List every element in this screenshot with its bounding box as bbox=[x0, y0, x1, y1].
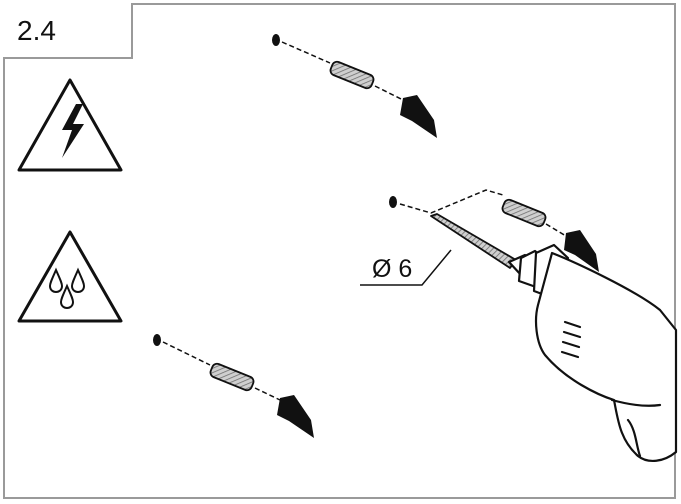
wall-plug bbox=[329, 60, 375, 90]
step-number: 2.4 bbox=[17, 15, 56, 46]
wall-plug-assembly-middle bbox=[389, 189, 599, 272]
drill-hole bbox=[153, 334, 161, 346]
diameter-leader-line bbox=[360, 249, 452, 286]
electric-shock-warning-icon bbox=[17, 78, 123, 172]
diagram-frame bbox=[3, 3, 676, 499]
wall-plug bbox=[501, 198, 547, 228]
drill-diameter-label: Ø 6 bbox=[372, 255, 413, 283]
wall-plug-assembly-bottom bbox=[153, 334, 314, 438]
wall-plug bbox=[209, 362, 255, 392]
insert-arrow bbox=[400, 95, 437, 138]
insert-arrow bbox=[277, 395, 314, 438]
wall-plug-assembly-top bbox=[272, 34, 437, 138]
drill-hole bbox=[389, 196, 397, 208]
power-drill-icon bbox=[507, 243, 678, 462]
drill-hole bbox=[272, 34, 280, 46]
step-number-box bbox=[3, 3, 133, 59]
water-pipe-warning-icon bbox=[17, 230, 123, 323]
insert-arrow bbox=[564, 230, 599, 272]
